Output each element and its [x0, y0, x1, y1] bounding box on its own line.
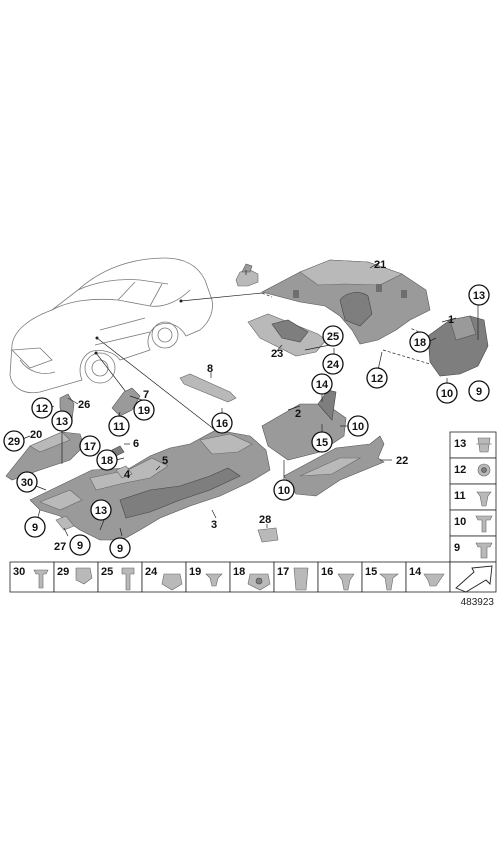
- callout-10-mid: 10: [347, 415, 369, 437]
- svg-text:12: 12: [36, 403, 48, 415]
- svg-text:25: 25: [327, 331, 339, 343]
- svg-text:10: 10: [352, 421, 364, 433]
- arrow-icon: [455, 565, 493, 593]
- reference-number: 483923: [461, 597, 495, 608]
- svg-text:9: 9: [476, 386, 482, 398]
- bottom-label-30: 30: [13, 566, 25, 578]
- callout-25: 25: [322, 325, 344, 347]
- svg-text:13: 13: [95, 505, 107, 517]
- svg-text:12: 12: [371, 373, 383, 385]
- svg-text:10: 10: [278, 485, 290, 497]
- callout-12-left: 12: [31, 397, 53, 419]
- callout-22: 22: [396, 455, 408, 467]
- callout-5: 5: [162, 455, 168, 467]
- bottom-label-24: 24: [145, 566, 158, 578]
- callout-6: 6: [133, 438, 139, 450]
- part-25-cap: [235, 263, 259, 287]
- callout-7: 7: [143, 389, 149, 401]
- svg-text:19: 19: [138, 405, 150, 417]
- part-22-panel: [283, 435, 385, 497]
- callout-18-right: 18: [409, 331, 431, 353]
- side-label-9: 9: [454, 542, 460, 554]
- part-28-pad: [257, 527, 279, 543]
- part-23-bracket: [247, 313, 327, 357]
- side-fastener-panel: 13 12 11 10 9: [449, 431, 497, 563]
- callout-13-right: 13: [468, 284, 490, 306]
- part-21-shield: [261, 259, 431, 345]
- side-label-10: 10: [454, 516, 466, 528]
- callout-10-right: 10: [436, 382, 458, 404]
- callout-12-right: 12: [366, 367, 388, 389]
- svg-text:13: 13: [473, 290, 485, 302]
- callout-13-low: 13: [90, 499, 112, 521]
- callout-9-lowmid: 9: [69, 534, 91, 556]
- callout-13-left: 13: [51, 410, 73, 432]
- callout-17: 17: [79, 435, 101, 457]
- part-8-strip: [179, 373, 237, 403]
- svg-text:16: 16: [216, 418, 228, 430]
- side-label-13: 13: [454, 438, 466, 450]
- callout-19: 19: [133, 399, 155, 421]
- svg-text:15: 15: [316, 437, 328, 449]
- bottom-label-29: 29: [57, 566, 69, 578]
- callout-14: 14: [311, 373, 333, 395]
- svg-text:10: 10: [441, 388, 453, 400]
- svg-text:9: 9: [77, 540, 83, 552]
- svg-text:14: 14: [316, 379, 329, 391]
- svg-text:18: 18: [414, 337, 426, 349]
- callout-3: 3: [211, 519, 217, 531]
- callout-28: 28: [259, 514, 271, 526]
- callout-16: 16: [211, 412, 233, 434]
- callout-2: 2: [295, 408, 301, 420]
- svg-text:17: 17: [84, 441, 96, 453]
- bottom-label-15: 15: [365, 566, 377, 578]
- bottom-label-17: 17: [277, 566, 289, 578]
- bottom-fastener-panel: 30 29 25 24 19 18 17 16 15 14: [9, 561, 497, 593]
- bottom-label-25: 25: [101, 566, 113, 578]
- callout-15: 15: [311, 431, 333, 453]
- svg-text:9: 9: [117, 543, 123, 555]
- bottom-label-16: 16: [321, 566, 333, 578]
- callout-9-left: 9: [24, 516, 46, 538]
- svg-text:13: 13: [56, 416, 68, 428]
- bottom-label-14: 14: [409, 566, 422, 578]
- bottom-label-18: 18: [233, 566, 245, 578]
- callout-27: 27: [54, 541, 66, 553]
- callout-8: 8: [207, 363, 213, 375]
- part-27-pad: [55, 515, 75, 531]
- callout-20: 20: [30, 429, 42, 441]
- svg-text:9: 9: [32, 522, 38, 534]
- callout-1: 1: [448, 314, 454, 326]
- callout-18-left: 18: [96, 449, 118, 471]
- svg-text:29: 29: [8, 436, 20, 448]
- callout-21: 21: [374, 259, 386, 271]
- callout-24: 24: [322, 353, 344, 375]
- svg-text:24: 24: [327, 359, 340, 371]
- callout-9-right: 9: [468, 380, 490, 402]
- bottom-label-19: 19: [189, 566, 201, 578]
- svg-text:11: 11: [113, 421, 125, 433]
- side-label-12: 12: [454, 464, 466, 476]
- callout-23: 23: [271, 348, 283, 360]
- car-outline: [9, 257, 213, 394]
- callout-26: 26: [78, 399, 90, 411]
- side-label-11: 11: [454, 490, 466, 502]
- callout-9-center: 9: [109, 537, 131, 559]
- svg-text:30: 30: [21, 477, 33, 489]
- callout-29: 29: [3, 430, 25, 452]
- callout-11: 11: [108, 415, 130, 437]
- svg-text:18: 18: [101, 455, 113, 467]
- callout-10-low: 10: [273, 479, 295, 501]
- part-1-side-shield: [427, 315, 489, 377]
- callout-30: 30: [16, 471, 38, 493]
- callout-4: 4: [124, 469, 131, 481]
